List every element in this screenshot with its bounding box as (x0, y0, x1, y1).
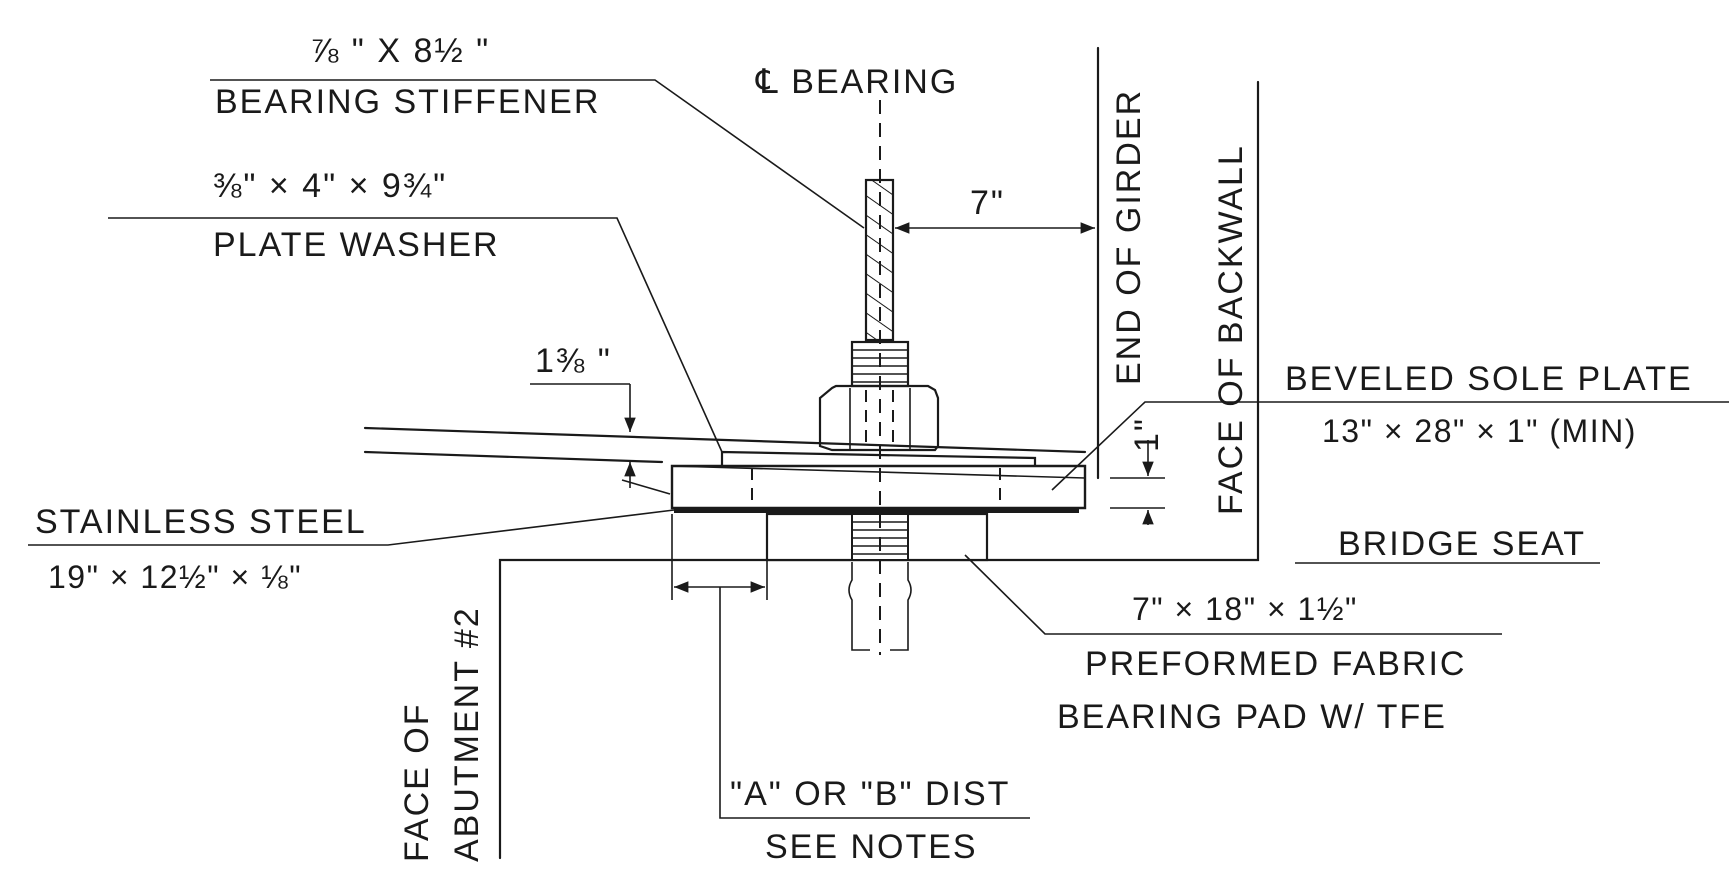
dist-note-2: SEE NOTES (765, 828, 978, 866)
sole-plate-bevel (671, 465, 1086, 479)
stiffener-leader (210, 79, 865, 229)
stainless-dim-text: 19" × 12½" × ⅛" (48, 559, 302, 595)
washer-leader (108, 217, 723, 453)
end-of-girder-text: END OF GIRDER (1110, 89, 1148, 385)
pad-dim-text: 7" × 18" × 1½" (1132, 591, 1358, 627)
stiffener-dim-text: ⅞ " X 8½ " (310, 32, 490, 70)
face-of-abutment-2: ABUTMENT #2 (448, 606, 486, 862)
hex-nut (818, 384, 940, 452)
sole-plate-name-text: BEVELED SOLE PLATE (1285, 360, 1693, 398)
washer-dim-text: ⅜" × 4" × 9¾" (213, 167, 447, 205)
stainless-leader (28, 509, 675, 546)
stainless-name-text: STAINLESS STEEL (35, 503, 367, 541)
pad-name-2-text: BEARING PAD W/ TFE (1057, 698, 1447, 736)
cl-bearing-text: ℄ BEARING (755, 63, 958, 101)
dim-1-3-8-text: 1⅜ " (535, 342, 612, 380)
beveled-sole-plate (670, 464, 1087, 510)
sole-plate-leader (1051, 401, 1729, 491)
dist-leader (719, 587, 1030, 819)
bridge-seat-text: BRIDGE SEAT (1338, 525, 1586, 563)
pad-leader (964, 554, 1502, 635)
stiffener-name-text: BEARING STIFFENER (215, 83, 600, 121)
girder-flange-bottom (363, 450, 664, 464)
face-of-abutment-1: FACE OF (398, 703, 436, 862)
dim-1-3-8-ext (621, 479, 671, 495)
pad-name-1-text: PREFORMED FABRIC (1085, 645, 1466, 683)
dim-1-text: 1" (1128, 417, 1166, 452)
sole-plate-dim-text: 13" × 28" × 1" (MIN) (1322, 413, 1637, 449)
anchor-bolt-embedded (848, 562, 912, 651)
face-of-backwall-text: FACE OF BACKWALL (1212, 144, 1250, 515)
washer-name-text: PLATE WASHER (213, 226, 500, 264)
dist-note-1: "A" OR "B" DIST (730, 775, 1010, 813)
girder-flange-top (363, 426, 1087, 454)
stainless-steel-sheet (674, 508, 1079, 513)
dim-7-text: 7" (970, 184, 1005, 222)
